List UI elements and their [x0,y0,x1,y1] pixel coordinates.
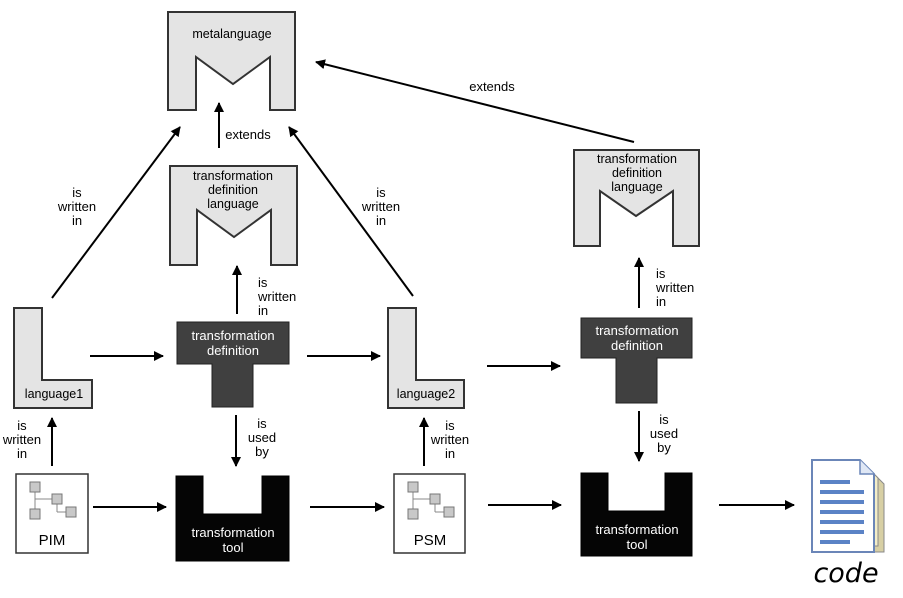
svg-text:written: written [655,280,694,295]
td-right-line1: transformation [595,323,678,338]
svg-text:in: in [376,213,386,228]
svg-text:written: written [57,199,96,214]
td-right-line2: definition [611,338,663,353]
language2-node: language2 [387,307,465,409]
label-language2-written-in: is written in [361,185,400,228]
code-node: code [811,459,885,589]
tdl-right-node: transformation definition language [573,149,700,247]
tdl-left-line2: definition [208,183,258,197]
psm-label: PSM [414,532,447,549]
label-td-left-used-by: is used by [248,416,276,459]
label-psm-written-in: is written in [430,418,469,461]
tdl-left-line3: language [207,197,258,211]
tdl-right-line1: transformation [597,152,677,166]
svg-text:written: written [361,199,400,214]
svg-text:written: written [257,289,296,304]
svg-text:is: is [258,275,268,290]
svg-text:used: used [650,426,678,441]
td-left-line1: transformation [191,328,274,343]
tool-right-line1: transformation [595,522,678,537]
pim-label: PIM [39,532,66,549]
tool-right-line2: tool [627,537,648,552]
psm-node: PSM [393,473,466,554]
label-language1-written-in: is written in [57,185,96,228]
label-td-right-written-in: is written in [655,266,694,309]
tdl-left-node: transformation definition language [169,165,298,266]
model-icon [407,481,455,520]
svg-text:in: in [445,446,455,461]
tool-left-node: transformation tool [175,475,290,562]
td-left-node: transformation definition [176,321,290,408]
label-td-left-written-in: is written in [257,275,296,318]
svg-text:in: in [17,446,27,461]
label-pim-written-in: is written in [2,418,41,461]
tool-left-line1: transformation [191,525,274,540]
svg-text:in: in [258,303,268,318]
svg-text:is: is [445,418,455,433]
arrow-language1-to-metalanguage [51,126,181,299]
metalanguage-node: metalanguage [167,11,296,111]
svg-text:is: is [659,412,669,427]
svg-text:is: is [656,266,666,281]
document-icon [811,459,885,553]
svg-text:used: used [248,430,276,445]
arrow-language2-to-metalanguage [288,126,414,297]
model-icon [29,481,77,520]
pim-node: PIM [15,473,89,554]
language1-label: language1 [25,387,83,401]
arrow-tdl-right-extends [315,59,635,143]
label-td-right-used-by: is used by [650,412,678,455]
tool-left-line2: tool [223,540,244,555]
label-extends-top: extends [469,79,515,94]
tdl-right-line2: definition [612,166,662,180]
svg-text:by: by [255,444,269,459]
tdl-right-line3: language [611,180,662,194]
svg-text:in: in [656,294,666,309]
code-label: code [813,558,878,589]
tdl-left-line1: transformation [193,169,273,183]
svg-text:is: is [72,185,82,200]
label-extends-mid: extends [225,127,271,142]
svg-text:is: is [376,185,386,200]
metalanguage-label: metalanguage [192,27,271,41]
svg-text:is: is [17,418,27,433]
language2-label: language2 [397,387,455,401]
td-right-node: transformation definition [580,317,693,404]
tool-right-node: transformation tool [580,472,693,557]
svg-text:by: by [657,440,671,455]
svg-text:is: is [257,416,267,431]
language1-node: language1 [13,307,93,409]
svg-text:in: in [72,213,82,228]
svg-text:written: written [2,432,41,447]
svg-text:written: written [430,432,469,447]
td-left-line2: definition [207,343,259,358]
